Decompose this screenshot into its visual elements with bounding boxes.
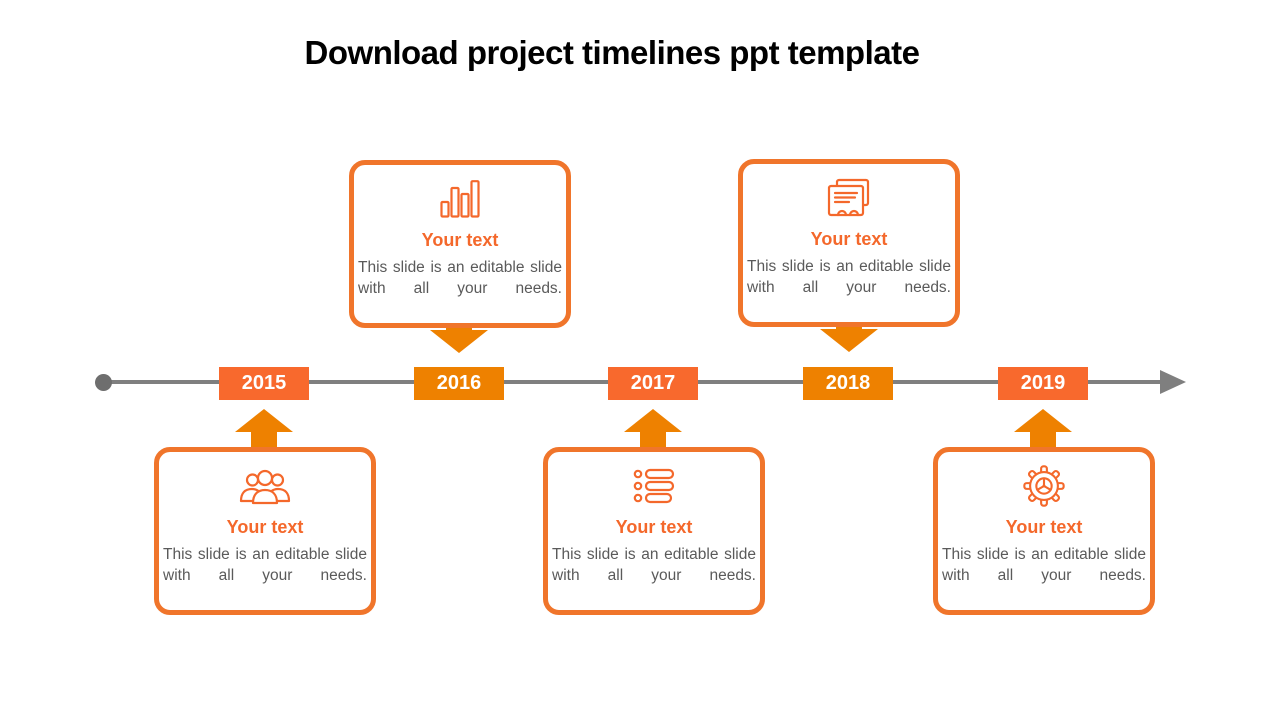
callout-card-2016: Your text This slide is an editable slid… (349, 160, 571, 328)
callout-body: This slide is an editable slide with all… (163, 546, 367, 584)
up-arrow-icon (624, 409, 682, 447)
callout-heading: Your text (226, 517, 304, 537)
callout-card-2019: Your text This slide is an editable slid… (933, 447, 1155, 615)
year-badge-2015: 2015 (219, 367, 309, 400)
callout-heading: Your text (810, 229, 888, 249)
notes-icon (827, 178, 870, 216)
up-arrow-icon (235, 409, 293, 447)
callout-heading: Your text (421, 230, 499, 250)
list-icon (633, 468, 675, 504)
year-badge-2018: 2018 (803, 367, 893, 400)
callout-body: This slide is an editable slide with all… (942, 546, 1146, 584)
gear-icon (1023, 465, 1065, 507)
callout-heading: Your text (615, 517, 693, 537)
callout-heading: Your text (1005, 517, 1083, 537)
callout-body: This slide is an editable slide with all… (747, 258, 951, 296)
people-icon (239, 469, 291, 505)
bar-chart-icon (440, 180, 480, 218)
slide-title: Download project timelines ppt template (304, 34, 920, 71)
callout-card-2018: Your text This slide is an editable slid… (738, 159, 960, 327)
timeline-end-arrow-icon (1160, 370, 1186, 394)
down-arrow-icon (430, 315, 488, 353)
callout-card-2017: Your text This slide is an editable slid… (543, 447, 765, 615)
callout-body: This slide is an editable slide with all… (552, 546, 756, 584)
down-arrow-icon (820, 314, 878, 352)
year-badge-2019: 2019 (998, 367, 1088, 400)
up-arrow-icon (1014, 409, 1072, 447)
year-badge-2016: 2016 (414, 367, 504, 400)
callout-card-2015: Your text This slide is an editable slid… (154, 447, 376, 615)
timeline-start-dot (95, 374, 112, 391)
callout-body: This slide is an editable slide with all… (358, 259, 562, 297)
year-badge-2017: 2017 (608, 367, 698, 400)
